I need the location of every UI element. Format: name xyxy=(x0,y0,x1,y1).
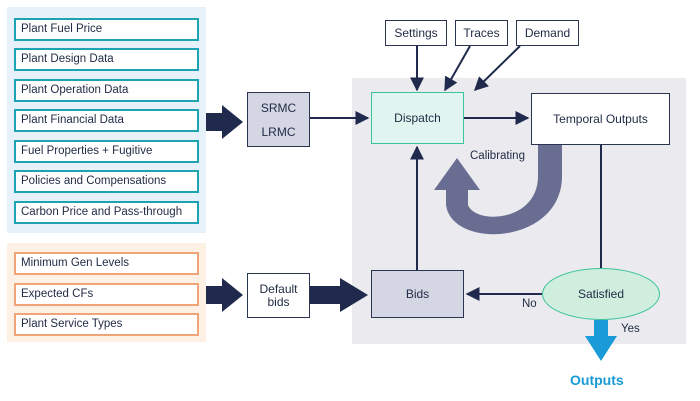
fat-arrow-to-cost xyxy=(206,105,243,139)
fat-arrow-to-bids xyxy=(310,278,368,312)
input-plant-design-data: Plant Design Data xyxy=(14,48,199,71)
input-fuel-properties: Fuel Properties + Fugitive xyxy=(14,140,199,163)
input-carbon-price: Carbon Price and Pass-through xyxy=(14,201,199,224)
cost-box: SRMC LRMC xyxy=(247,92,310,147)
default-bids-box: Default bids xyxy=(247,273,310,318)
outputs-arrow xyxy=(585,320,617,361)
input-min-gen-levels: Minimum Gen Levels xyxy=(14,252,199,275)
arrow-traces-to-dispatch xyxy=(444,45,471,92)
no-label: No xyxy=(522,298,537,310)
demand-box: Demand xyxy=(516,20,579,46)
default-bids-line2: bids xyxy=(267,294,290,309)
temporal-outputs-box: Temporal Outputs xyxy=(531,93,670,145)
calibrating-label: Calibrating xyxy=(470,150,525,162)
input-plant-fuel-price: Plant Fuel Price xyxy=(14,18,199,41)
calibrating-loop-arrow xyxy=(434,144,562,235)
dispatch-box: Dispatch xyxy=(371,92,464,144)
lrmc-label: LRMC xyxy=(261,124,296,139)
fat-arrow-to-default-bids xyxy=(206,278,243,312)
srmc-label: SRMC xyxy=(260,100,297,115)
satisfied-decision: Satisfied xyxy=(542,268,660,320)
input-plant-financial-data: Plant Financial Data xyxy=(14,109,199,132)
input-expected-cfs: Expected CFs xyxy=(14,283,199,306)
input-plant-operation-data: Plant Operation Data xyxy=(14,79,199,102)
yes-label: Yes xyxy=(621,323,640,335)
outputs-label: Outputs xyxy=(570,372,624,388)
input-policies: Policies and Compensations xyxy=(14,170,199,193)
default-bids-line1: Default xyxy=(259,281,298,296)
bids-box: Bids xyxy=(371,270,464,318)
traces-box: Traces xyxy=(455,20,508,46)
settings-box: Settings xyxy=(385,20,447,46)
input-plant-service-types: Plant Service Types xyxy=(14,313,199,336)
arrow-demand-to-dispatch xyxy=(473,45,521,91)
